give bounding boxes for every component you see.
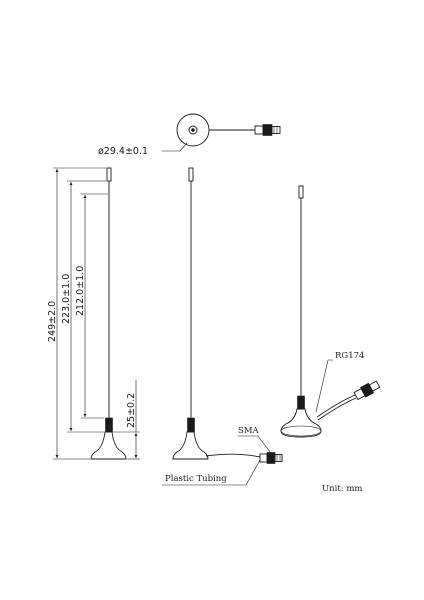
plastic-tubing-label: Plastic Tubing (165, 474, 227, 484)
sma-connector-2 (259, 452, 283, 464)
height-212-label: 212.0±1.0 (75, 266, 86, 316)
whip-tip-3 (298, 185, 304, 199)
top-view-sma-connector (254, 124, 281, 136)
magnetic-base-3 (280, 408, 322, 438)
cable-label: RG174 (335, 351, 364, 361)
side-view-with-cable: SMA Plastic Tubing (162, 167, 283, 486)
top-view: ø29.4±0.1 (98, 113, 281, 157)
cable-3 (317, 397, 357, 421)
top-view-center-hub (188, 125, 198, 135)
sma-leader (238, 435, 271, 453)
magnetic-base-2 (172, 431, 209, 460)
unit-note: Unit: mm (322, 484, 362, 494)
height-223-label: 223.0±1.0 (61, 274, 72, 324)
whip-tip (106, 167, 112, 182)
total-height-label: 249±2.0 (47, 301, 58, 342)
whip-spring-2 (187, 417, 195, 433)
diameter-label: ø29.4±0.1 (98, 146, 148, 157)
plastic-tubing-leader (162, 459, 261, 486)
whip-spring (105, 417, 113, 433)
base-height-label: 25±0.2 (126, 393, 137, 428)
whip-tip-2 (188, 167, 194, 182)
cable-leader (315, 359, 333, 413)
side-view-dimensioned: 249±2.0 223.0±1.0 212.0±1.0 25±0.2 (47, 167, 140, 460)
perspective-view: RG174 (280, 185, 381, 438)
cable-2 (205, 453, 261, 458)
sma-label: SMA (238, 426, 260, 436)
sma-connector-3 (353, 380, 381, 401)
magnetic-base (90, 431, 127, 460)
whip-spring-3 (297, 395, 305, 410)
diameter-leader (162, 142, 188, 152)
